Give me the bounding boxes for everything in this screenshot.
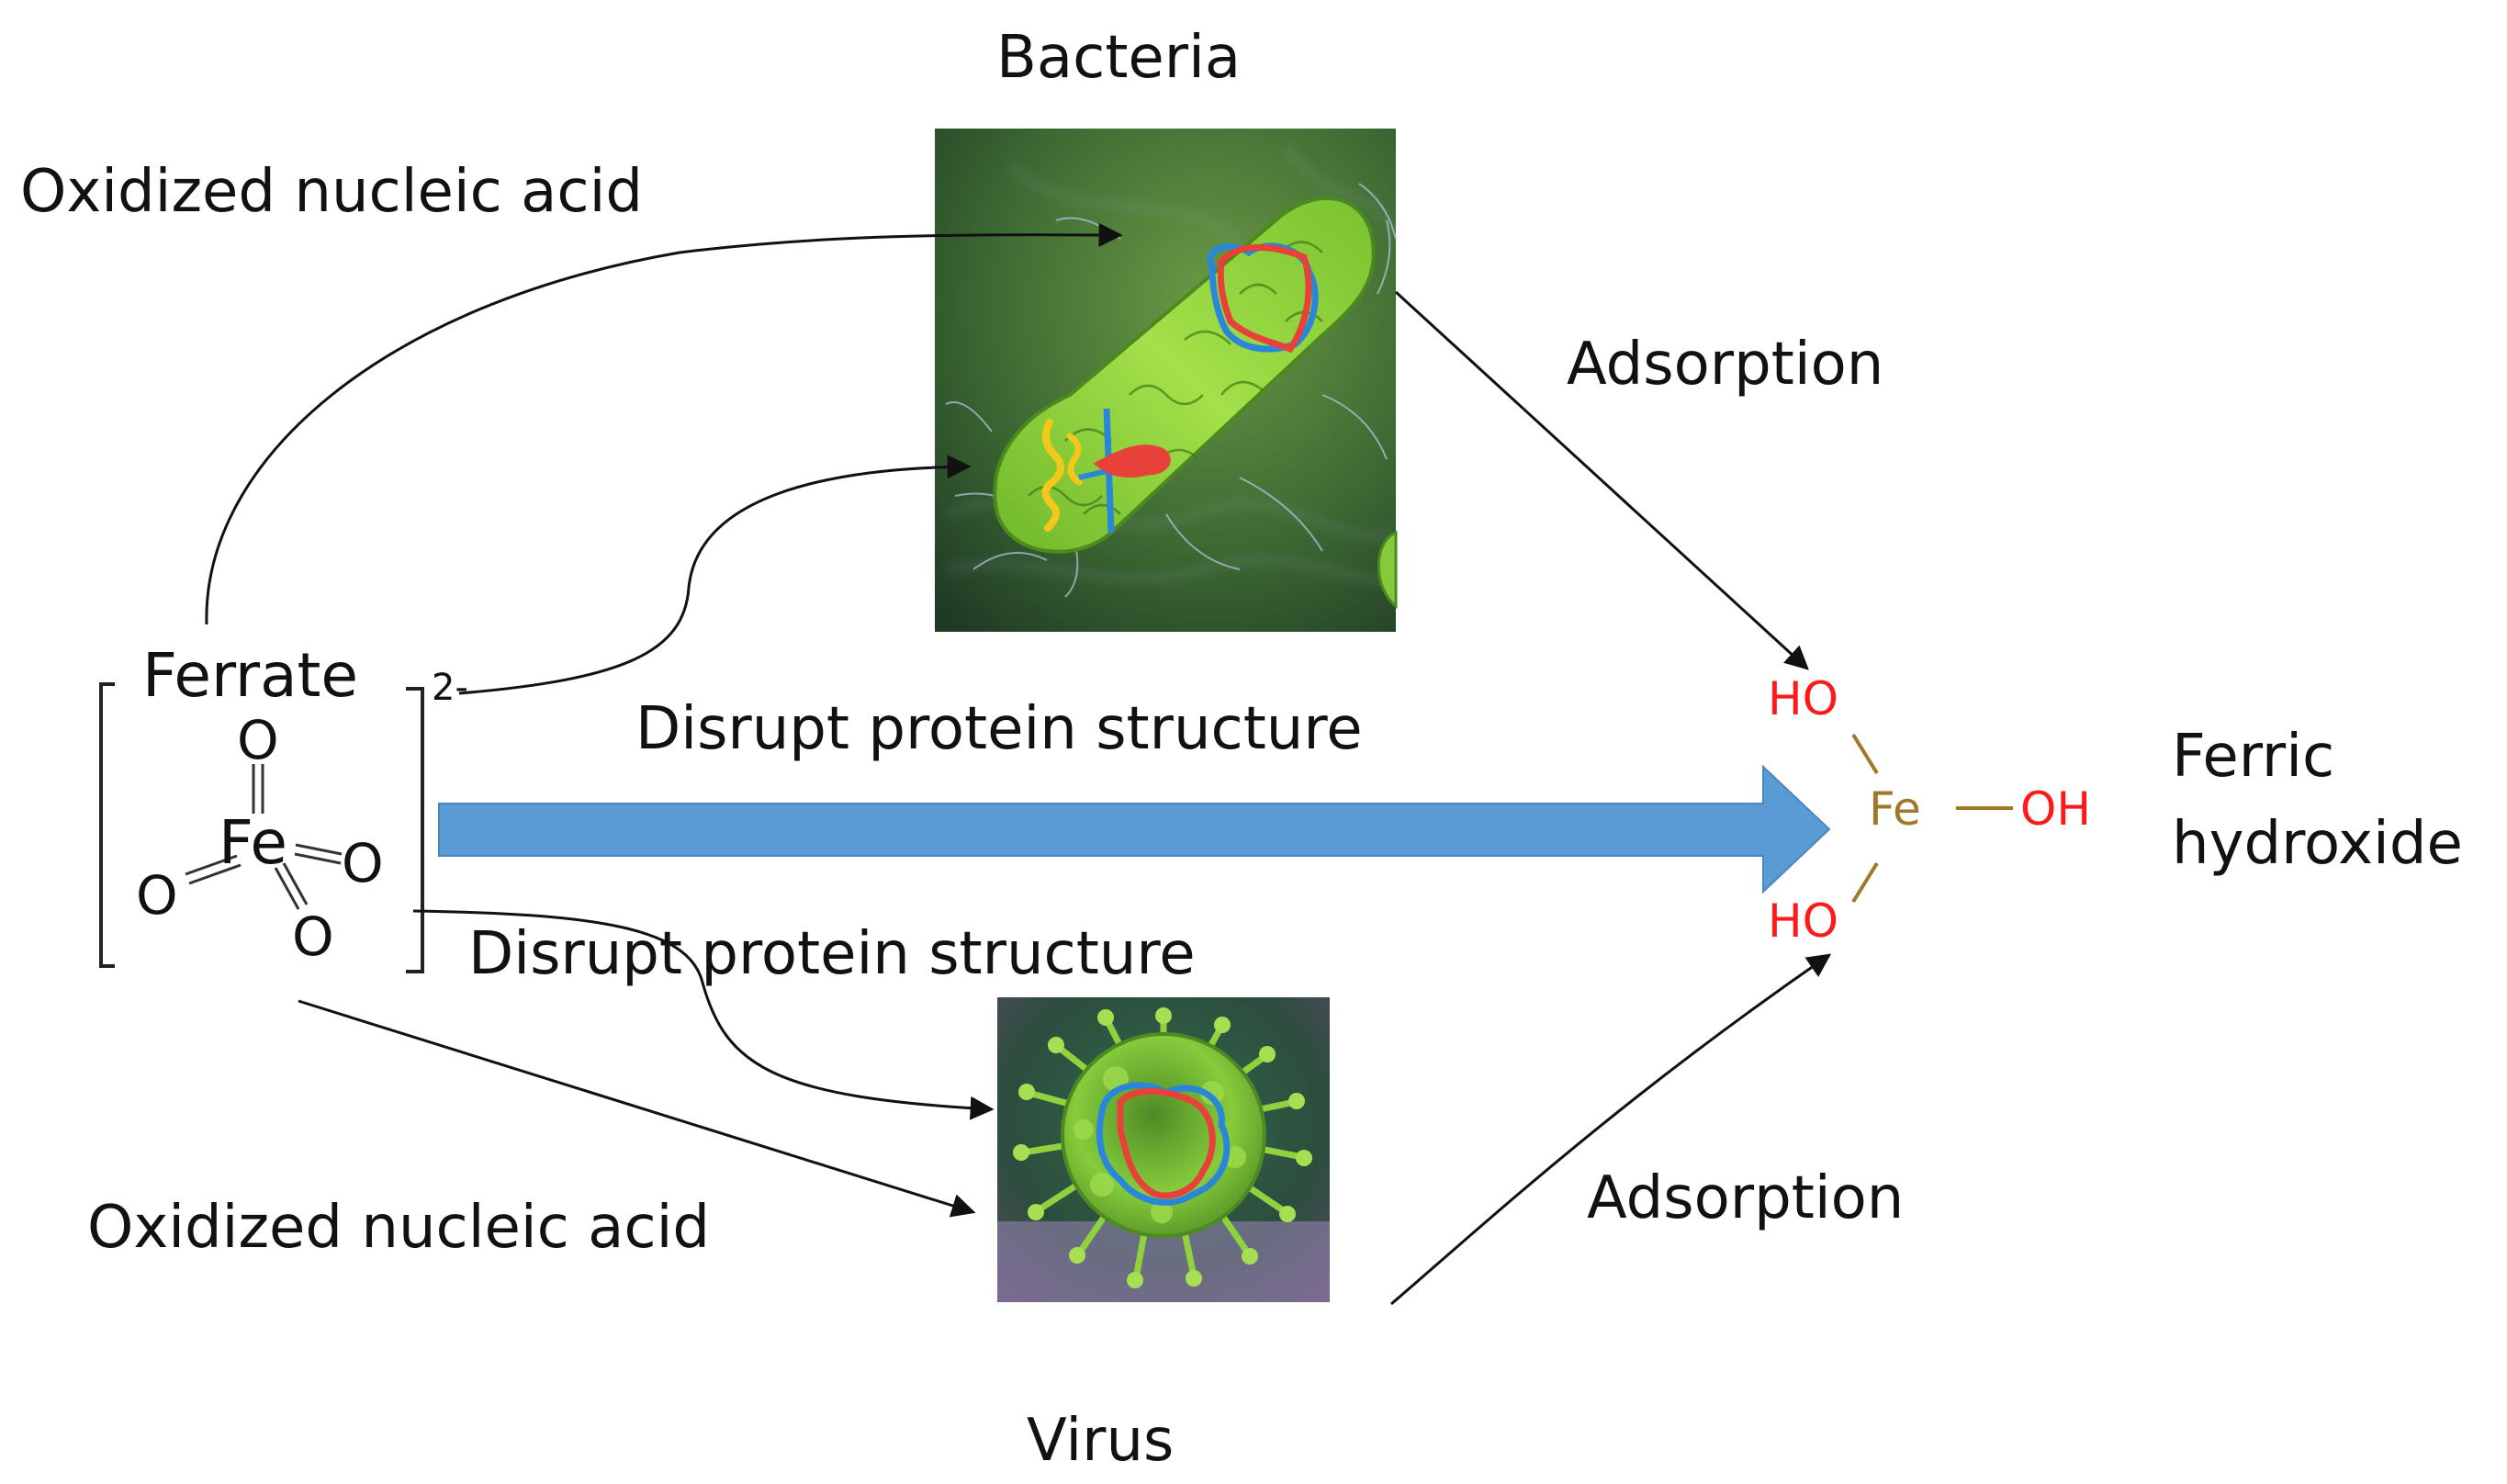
hydroxide-oh-top: HO xyxy=(1768,672,1838,725)
ferrate-structure: Ferrate 2- O Fe O O O xyxy=(99,640,468,973)
ferrate-name: Ferrate xyxy=(142,640,358,711)
arrow-ferrate-to-bacteria-nucleic xyxy=(205,222,1123,625)
ferrate-o-right: O xyxy=(342,832,384,894)
oxidized-nucleic-acid-top-label: Oxidized nucleic acid xyxy=(20,158,643,226)
oxidized-nucleic-acid-bottom-label: Oxidized nucleic acid xyxy=(87,1194,710,1262)
main-reaction-arrow xyxy=(438,764,1831,894)
arrow-ferrate-to-bacteria-protein xyxy=(458,455,972,695)
arrow-ferrate-to-virus-protein xyxy=(412,909,995,1120)
ferrate-fe: Fe xyxy=(219,807,287,878)
ferrate-o-left: O xyxy=(136,864,178,927)
right-bracket xyxy=(406,687,424,973)
disrupt-protein-bottom-label: Disrupt protein structure xyxy=(468,920,1196,988)
adsorption-bottom-label: Adsorption xyxy=(1587,1164,1904,1232)
disrupt-protein-top-label: Disrupt protein structure xyxy=(635,695,1363,763)
ferrate-charge: 2- xyxy=(432,667,468,709)
arrow-virus-to-hydroxide xyxy=(1390,953,1832,1306)
ferric-hydroxide-label-line2: hydroxide xyxy=(2172,810,2463,878)
hydroxide-oh-right: OH xyxy=(2020,782,2091,836)
hydroxide-oh-bottom: HO xyxy=(1768,894,1838,948)
left-bracket xyxy=(99,682,115,968)
bacteria-image xyxy=(935,129,1398,632)
arrow-ferrate-to-virus-nucleic xyxy=(298,999,976,1218)
hydroxide-fe: Fe xyxy=(1869,782,1921,836)
ferrate-o-top: O xyxy=(237,709,279,771)
ferric-hydroxide-structure: Fe HO OH HO xyxy=(1768,672,2091,948)
ferrate-o-bottom: O xyxy=(292,905,334,968)
adsorption-top-label: Adsorption xyxy=(1567,331,1883,399)
ferric-hydroxide-label-line1: Ferric xyxy=(2172,723,2334,791)
virus-image xyxy=(997,997,1330,1302)
bacteria-label: Bacteria xyxy=(996,24,1241,92)
virus-label: Virus xyxy=(1027,1407,1174,1475)
arrow-bacteria-to-hydroxide xyxy=(1394,290,1809,670)
